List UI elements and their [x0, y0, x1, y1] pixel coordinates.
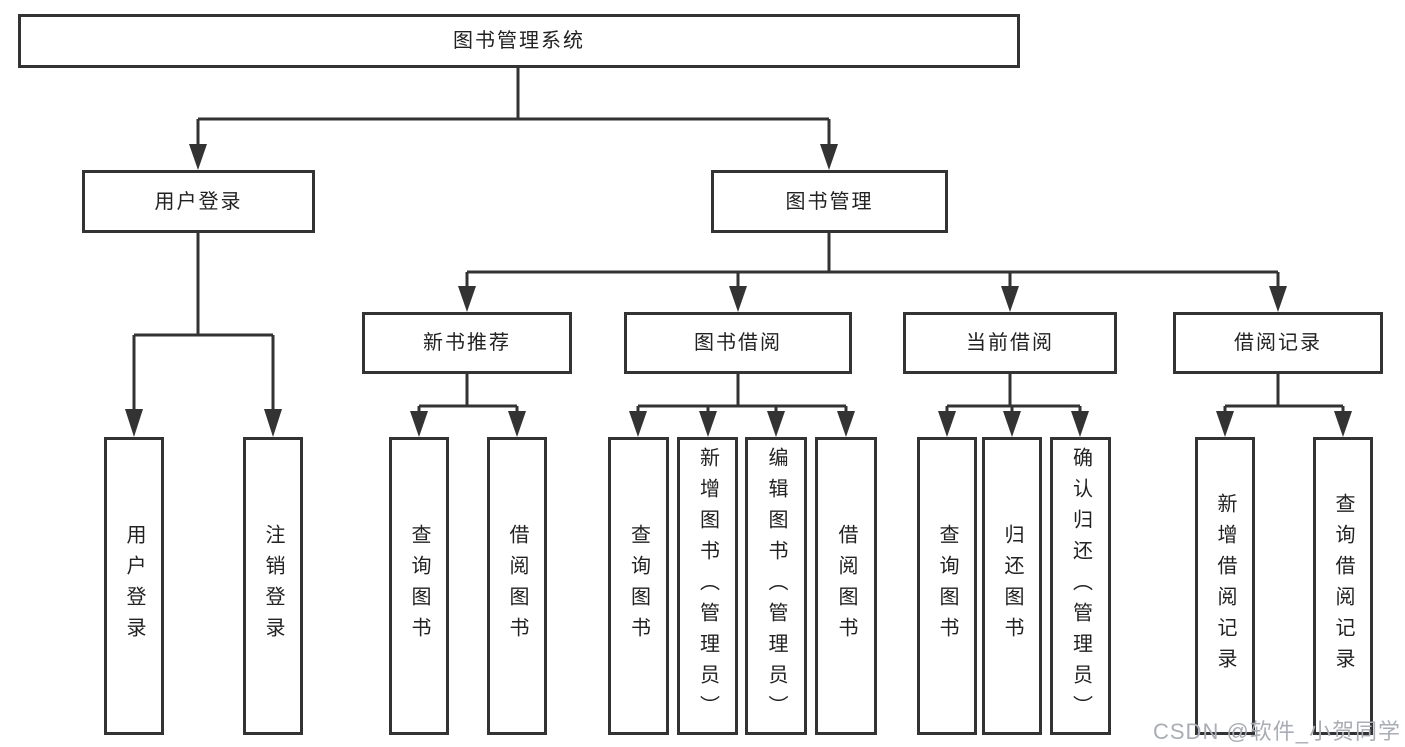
arrowhead [629, 411, 647, 437]
node-label: 编辑图书（管理员） [765, 446, 787, 726]
node-borrowing-records: 借阅记录 [1173, 312, 1383, 374]
arrowhead [264, 409, 282, 437]
node-confirm-return-admin: 确认归还（管理员） [1050, 437, 1111, 735]
node-query-books-current: 查询图书 [917, 437, 977, 735]
node-label: 借阅记录 [1234, 332, 1322, 354]
node-label: 归还图书 [1001, 524, 1023, 648]
node-label: 注销登录 [262, 524, 284, 648]
arrowhead [458, 286, 476, 312]
node-label: 用户登录 [123, 524, 145, 648]
arrowhead [1216, 411, 1234, 437]
arrowhead [1071, 411, 1089, 437]
arrowhead [767, 411, 785, 437]
node-book-management: 图书管理 [711, 170, 948, 233]
arrowhead [1334, 411, 1352, 437]
arrowhead [1269, 286, 1287, 312]
node-library-system: 图书管理系统 [18, 14, 1020, 68]
node-label: 新书推荐 [423, 332, 511, 354]
node-query-borrow-record: 查询借阅记录 [1313, 437, 1373, 735]
arrowheads [125, 144, 1352, 437]
arrowhead [125, 409, 143, 437]
arrowhead [699, 411, 717, 437]
arrowhead [508, 411, 526, 437]
node-label: 图书管理 [785, 190, 874, 213]
node-label: 用户登录 [154, 190, 243, 213]
node-borrow-books-borrowing: 借阅图书 [815, 437, 877, 735]
node-book-borrowing: 图书借阅 [624, 312, 852, 374]
arrowhead [729, 286, 747, 312]
arrowhead [410, 411, 428, 437]
node-label: 当前借阅 [966, 332, 1054, 354]
node-new-book-recommend: 新书推荐 [362, 312, 572, 374]
node-label: 查询图书 [627, 524, 650, 648]
node-label: 确认归还（管理员） [1069, 446, 1092, 726]
node-label: 新增借阅记录 [1214, 493, 1236, 679]
node-label: 查询借阅记录 [1332, 493, 1354, 679]
node-label: 新增图书（管理员） [696, 446, 719, 726]
node-label: 借阅图书 [835, 524, 857, 648]
arrowhead [189, 144, 207, 170]
arrowhead [837, 411, 855, 437]
node-label: 借阅图书 [506, 524, 528, 648]
arrowhead [820, 144, 838, 170]
node-label: 查询图书 [936, 524, 958, 648]
node-add-book-admin: 新增图书（管理员） [677, 437, 738, 735]
node-current-borrowing: 当前借阅 [903, 312, 1117, 374]
node-label: 图书管理系统 [453, 30, 585, 52]
arrowhead [1001, 286, 1019, 312]
node-borrow-books-recommend: 借阅图书 [487, 437, 547, 735]
arrowhead [938, 411, 956, 437]
node-query-books-recommend: 查询图书 [389, 437, 449, 735]
watermark-text: CSDN @软件_小贺同学 [1153, 719, 1402, 744]
node-label: 查询图书 [408, 524, 430, 648]
node-add-borrow-record: 新增借阅记录 [1195, 437, 1255, 735]
node-user-login-branch: 用户登录 [82, 170, 315, 233]
node-logout: 注销登录 [243, 437, 303, 735]
node-query-books-borrowing: 查询图书 [608, 437, 669, 735]
node-label: 图书借阅 [694, 332, 782, 354]
node-edit-book-admin: 编辑图书（管理员） [745, 437, 807, 735]
node-user-login-leaf: 用户登录 [104, 437, 164, 735]
arrowhead [1003, 411, 1021, 437]
node-return-book: 归还图书 [982, 437, 1042, 735]
